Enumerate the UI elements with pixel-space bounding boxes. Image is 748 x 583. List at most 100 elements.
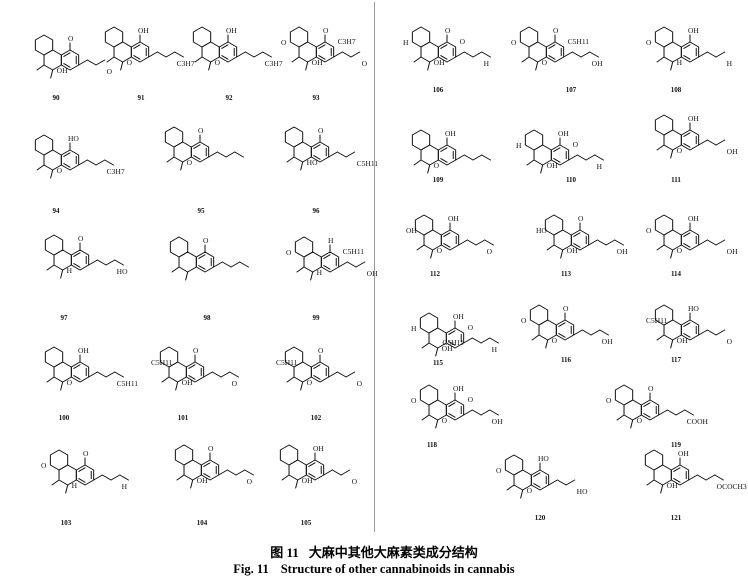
bond <box>234 151 244 158</box>
atom-label: O <box>637 416 643 425</box>
atom-label: OH <box>677 336 688 345</box>
bond <box>350 51 361 58</box>
compound-number: 90 <box>53 94 61 102</box>
compound-number: 93 <box>313 94 321 102</box>
bond <box>78 59 88 66</box>
bond <box>696 474 707 481</box>
bond <box>698 329 708 336</box>
bond <box>594 154 604 161</box>
double-bond <box>313 144 321 149</box>
bond <box>588 239 598 246</box>
atom-label: O <box>307 378 313 387</box>
bond <box>698 139 708 146</box>
atom-label: O <box>411 396 417 405</box>
atom-label: O <box>203 236 209 245</box>
atom-label: C5H11 <box>646 316 668 325</box>
atom-label: H <box>411 324 417 333</box>
atom-label: OH <box>138 26 149 35</box>
double-bond <box>440 147 448 152</box>
bond <box>573 329 583 336</box>
atom-label: HO <box>577 487 588 496</box>
ring-bond <box>419 312 439 334</box>
bond <box>660 484 664 494</box>
atom-label: H <box>492 345 498 354</box>
bond <box>328 151 338 158</box>
atom-label: OH <box>688 214 699 223</box>
bond <box>670 249 674 259</box>
atom-label: H <box>677 58 683 67</box>
ring-bond <box>614 384 634 406</box>
bond <box>656 56 665 63</box>
bond <box>213 261 223 268</box>
compound-number: 94 <box>53 207 61 215</box>
ring-bond <box>284 126 304 148</box>
double-bond <box>193 144 201 149</box>
atom-label: O <box>41 461 47 470</box>
atom-label: O <box>127 58 133 67</box>
double-bond <box>323 254 331 259</box>
bond <box>36 64 45 71</box>
bond <box>101 474 112 481</box>
double-bond <box>308 462 316 467</box>
atom-label: O <box>521 316 527 325</box>
double-bond <box>683 243 691 248</box>
atom-label: HO <box>536 226 547 235</box>
bond <box>236 51 246 58</box>
double-bond <box>313 155 321 160</box>
bond <box>698 51 708 58</box>
atom-label: O <box>573 140 579 149</box>
bond <box>463 409 473 416</box>
bond <box>489 409 499 416</box>
bond <box>546 244 555 251</box>
bond <box>563 51 573 58</box>
atom-label: H <box>328 236 334 245</box>
bond <box>355 261 366 268</box>
double-bond <box>313 375 321 380</box>
bond <box>93 474 103 481</box>
atom-label: O <box>198 126 204 135</box>
atom-label: C3H7 <box>338 37 356 46</box>
bond <box>148 51 158 58</box>
atom-label: H <box>727 59 733 68</box>
bond <box>463 51 474 58</box>
ring-bond <box>169 236 189 258</box>
atom-label: O <box>727 337 733 346</box>
bond <box>480 409 491 416</box>
atom-label: O <box>437 246 443 255</box>
ring-bond <box>504 454 524 476</box>
atom-label: O <box>286 248 292 257</box>
bond <box>165 51 176 58</box>
bond <box>336 151 347 158</box>
atom-label: OH <box>445 129 456 138</box>
ring-bond <box>289 26 309 48</box>
caption-cn-label: 图 11 <box>270 545 299 560</box>
bond <box>262 51 272 58</box>
atom-label: O <box>193 346 199 355</box>
bond <box>88 371 98 378</box>
bond <box>714 474 724 481</box>
double-bond <box>203 462 211 467</box>
double-bond <box>683 232 691 237</box>
double-bond <box>553 158 561 163</box>
double-bond <box>643 402 651 407</box>
atom-label: C5H11 <box>357 159 379 168</box>
double-bond <box>323 265 331 270</box>
bond <box>235 469 246 476</box>
atom-label: C5H11 <box>151 358 173 367</box>
bond <box>333 51 343 58</box>
bond <box>60 381 64 391</box>
bond <box>421 414 430 421</box>
bond <box>190 479 194 489</box>
atom-label: O <box>445 26 451 35</box>
atom-label: OH <box>492 417 503 426</box>
compound-number: 112 <box>430 270 441 278</box>
bond <box>110 474 121 481</box>
atom-label: O <box>362 59 368 68</box>
bond <box>114 259 124 266</box>
atom-label: O <box>511 38 517 47</box>
double-bond <box>63 163 71 168</box>
bond <box>427 61 431 71</box>
compound-number: 100 <box>59 414 70 422</box>
atom-label: O <box>215 58 221 67</box>
atom-label: H <box>72 481 78 490</box>
